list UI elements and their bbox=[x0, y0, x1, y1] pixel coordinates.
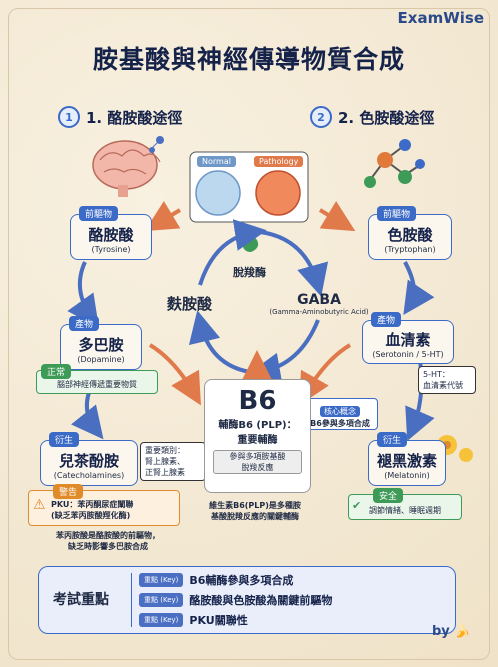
b6-box: B6 輔酶B6 (PLP)： 重要輔酶 參與多項胺基酸 脫羧反應 bbox=[204, 379, 311, 493]
core-concept-box: 核心概念 B6參與多項合成 bbox=[302, 398, 378, 430]
exam-item: 重點 (Key) B6輔酶參與多項合成 bbox=[139, 570, 332, 590]
pathology-label: Pathology bbox=[254, 156, 304, 167]
serotonin-name: 血清素 bbox=[385, 331, 431, 349]
b6-subtitle: 輔酶B6 (PLP)： 重要輔酶 bbox=[218, 420, 297, 446]
precursor-tag: 前驅物 bbox=[79, 206, 119, 221]
key-badge: 重點 (Key) bbox=[139, 573, 184, 587]
exam-key-points: 考試重點 重點 (Key) B6輔酶參與多項合成 重點 (Key) 酪胺酸與色胺酸為… bbox=[38, 566, 456, 634]
warning-text: PKU：苯丙酮尿症闡聯 (缺乏苯丙胺酸羥化酶) bbox=[51, 500, 134, 520]
tryptophan-box: 前驅物 色胺酸 (Tryptophan) bbox=[368, 206, 452, 260]
exam-item-text: B6輔酶參與多項合成 bbox=[189, 574, 294, 587]
exam-item: 重點 (Key) 酪胺酸與色胺酸為關鍵前驅物 bbox=[139, 590, 332, 610]
dopamine-box: 產物 多巴胺 (Dopamine) bbox=[60, 316, 142, 370]
brand-logo: ExamWise bbox=[397, 9, 484, 27]
tryptophan-name: 色胺酸 bbox=[387, 226, 433, 244]
pku-warning: 警告 ⚠ PKU：苯丙酮尿症闡聯 (缺乏苯丙胺酸羥化酶) bbox=[28, 484, 180, 526]
tyrosine-en: (Tyrosine) bbox=[91, 245, 131, 254]
product-tag: 產物 bbox=[69, 316, 100, 331]
normal-cell-icon bbox=[195, 170, 241, 216]
enzyme-label: 脫羧酶 bbox=[233, 266, 266, 279]
catecholamine-en: (Catecholamines) bbox=[53, 471, 125, 480]
melatonin-note: 安全 ✔ 調節情緒、睡眠週期 bbox=[348, 488, 462, 520]
section-label: 1. 酪胺酸途徑 bbox=[86, 108, 183, 127]
glutamate-label: 麩胺酸 bbox=[167, 295, 213, 313]
section-number: 1 bbox=[58, 106, 80, 128]
key-badge: 重點 (Key) bbox=[139, 613, 184, 627]
section-tryptophan: 2 2. 色胺酸途徑 bbox=[310, 106, 434, 128]
page-frame bbox=[8, 8, 490, 660]
serotonin-en: (Serotonin / 5-HT) bbox=[372, 350, 444, 359]
check-icon: ✔ bbox=[352, 499, 362, 512]
b6-title: B6 bbox=[238, 386, 277, 416]
derived-tag: 衍生 bbox=[377, 432, 408, 447]
safe-text: 調節情緒、睡眠週期 bbox=[369, 506, 441, 515]
correct-tag: 正常 bbox=[41, 364, 72, 379]
warning-tag: 警告 bbox=[53, 484, 84, 499]
normal-label: Normal bbox=[197, 156, 236, 167]
tyrosine-box: 前驅物 酪胺酸 (Tyrosine) bbox=[70, 206, 152, 260]
gaba-name: GABA bbox=[297, 292, 341, 308]
divider bbox=[131, 573, 132, 627]
exam-item: 重點 (Key) PKU關聯性 bbox=[139, 610, 332, 630]
product-tag: 產物 bbox=[371, 312, 402, 327]
catecholamine-side-note: 重要類別： 腎上腺素、 正腎上腺素 bbox=[140, 442, 206, 481]
exam-list: 重點 (Key) B6輔酶參與多項合成 重點 (Key) 酪胺酸與色胺酸為關鍵前驅物… bbox=[139, 570, 332, 630]
serotonin-side-note: 5-HT： 血清素代號 bbox=[418, 366, 476, 394]
correct-text: 腦部神經傳遞重要物質 bbox=[57, 380, 137, 389]
warning-icon: ⚠ bbox=[33, 497, 46, 513]
b6-note: 維生素B6(PLP)是多種胺 基酸脫羧反應的關鍵輔酶 bbox=[209, 501, 301, 521]
molecule-icon bbox=[364, 139, 425, 188]
dopamine-note: 正常 腦部神經傳遞重要物質 bbox=[36, 364, 158, 394]
melatonin-name: 褪黑激素 bbox=[376, 452, 437, 470]
b6-role: 參與多項胺基酸 脫羧反應 bbox=[213, 450, 302, 474]
derived-tag: 衍生 bbox=[49, 432, 80, 447]
concept-text: B6參與多項合成 bbox=[310, 419, 370, 428]
exam-title: 考試重點 bbox=[53, 592, 109, 608]
concept-tag: 核心概念 bbox=[320, 406, 360, 417]
serotonin-box: 產物 血清素 (Serotonin / 5-HT) bbox=[362, 312, 454, 364]
precursor-tag: 前驅物 bbox=[377, 206, 417, 221]
section-label: 2. 色胺酸途徑 bbox=[338, 108, 435, 127]
catecholamine-name: 兒茶酚胺 bbox=[58, 452, 119, 470]
tyrosine-name: 酪胺酸 bbox=[88, 226, 134, 244]
exam-item-text: 酪胺酸與色胺酸為關鍵前驅物 bbox=[189, 594, 333, 607]
banana-icon: 🍌 bbox=[454, 624, 471, 639]
pathology-cell-icon bbox=[255, 170, 301, 216]
enzyme-icon bbox=[242, 236, 259, 252]
byline: by 🍌 bbox=[432, 624, 471, 639]
exam-item-text: PKU關聯性 bbox=[189, 614, 248, 627]
dopamine-name: 多巴胺 bbox=[78, 336, 124, 354]
by-text: by bbox=[432, 624, 450, 639]
brain-icon bbox=[92, 136, 164, 197]
key-badge: 重點 (Key) bbox=[139, 593, 184, 607]
section-number: 2 bbox=[310, 106, 332, 128]
gaba-label: GABA (Gamma-Aminobutyric Acid) bbox=[264, 292, 374, 316]
melatonin-box: 衍生 褪黑激素 (Melatonin) bbox=[368, 432, 446, 486]
tryptophan-en: (Tryptophan) bbox=[384, 245, 436, 254]
page-title: 胺基酸與神經傳導物質合成 bbox=[92, 45, 405, 74]
melatonin-en: (Melatonin) bbox=[384, 471, 430, 480]
gaba-full: (Gamma-Aminobutyric Acid) bbox=[269, 308, 369, 316]
safe-tag: 安全 bbox=[373, 488, 404, 503]
dopamine-en: (Dopamine) bbox=[77, 355, 125, 364]
pku-footnote: 苯丙胺酸是酪胺酸的前驅物， 缺乏時影響多巴胺合成 bbox=[56, 531, 160, 551]
catecholamine-box: 衍生 兒茶酚胺 (Catecholamines) bbox=[40, 432, 138, 486]
section-tyrosine: 1 1. 酪胺酸途徑 bbox=[58, 106, 182, 128]
